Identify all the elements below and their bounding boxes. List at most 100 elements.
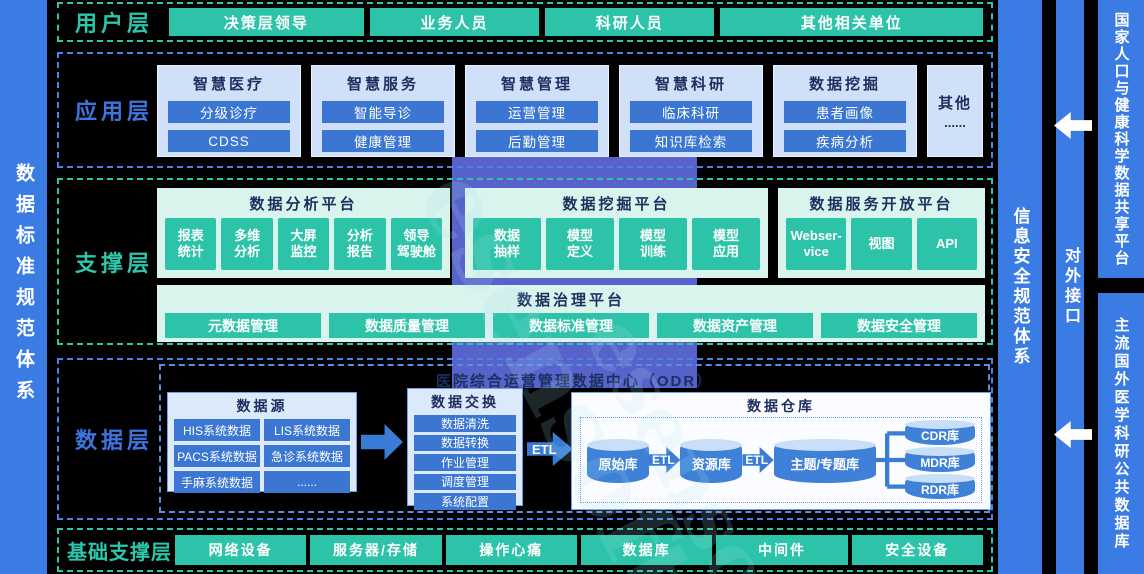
- app-group-smart-research: 智慧科研 临床科研 知识库检索: [619, 65, 763, 157]
- app-item: 知识库检索: [630, 130, 752, 152]
- platform-title: 数据挖掘平台: [562, 196, 671, 213]
- platform-item: 分析 报告: [334, 218, 386, 270]
- user-item: 科研人员: [545, 8, 715, 36]
- section-support-layer: 支撑层 数据分析平台 报表 统计 多维 分析 大屏 监控 分析 报告 领导 驾驶…: [57, 178, 993, 345]
- platform-items: 报表 统计 多维 分析 大屏 监控 分析 报告 领导 驾驶舱: [157, 214, 450, 278]
- app-item: 分级诊疗: [168, 101, 290, 123]
- app-other-title: 其他: [937, 95, 972, 112]
- platform-title: 数据分析平台: [249, 196, 358, 213]
- section-infra-layer: 基础支撑层 网络设备 服务器/存储 操作心痛 数据库 中间件 安全设备: [57, 528, 993, 572]
- odr-title: 医院综合运营管理数据中心（ODR）: [435, 373, 714, 390]
- section-app-layer: 应用层 智慧医疗 分级诊疗 CDSS 智慧服务 智能导诊 健康管理 智慧管理 运…: [57, 52, 993, 168]
- app-group-title: 智慧管理: [500, 76, 573, 93]
- left-bar-label: 数据标准规范体系: [13, 163, 34, 411]
- platform-data-mining: 数据挖掘平台 数据 抽样 模型 定义 模型 训练 模型 应用: [465, 188, 768, 278]
- source-item: PACS系统数据: [174, 445, 260, 467]
- platform-item: 模型 训练: [619, 218, 687, 270]
- foreign-db-label: 主流国外医学科研公共数据库: [1112, 316, 1130, 551]
- etl-arrow-icon: ETL: [527, 432, 573, 466]
- warehouse-output-label: MDR库: [920, 455, 960, 470]
- app-group-data-mining: 数据挖掘 患者画像 疾病分析: [773, 65, 917, 157]
- national-platform-bar: 国家人口与健康科学数据共享平台: [1098, 0, 1144, 278]
- infra-items: 网络设备 服务器/存储 操作心痛 数据库 中间件 安全设备: [175, 535, 983, 565]
- platform-items: 数据 抽样 模型 定义 模型 训练 模型 应用: [465, 214, 768, 278]
- governance-item: 数据标准管理: [493, 313, 649, 338]
- app-layer-label: 应用层: [75, 99, 154, 124]
- database-cylinder: 原始库: [587, 438, 649, 483]
- warehouse-output-label: CDR库: [920, 428, 959, 443]
- governance-item: 元数据管理: [165, 313, 321, 338]
- foreign-db-bar: 主流国外医学科研公共数据库: [1098, 293, 1144, 574]
- app-item: 运营管理: [476, 101, 598, 123]
- warehouse-stage-label: 主题/专题库: [790, 457, 860, 472]
- user-item: 决策层领导: [169, 8, 364, 36]
- database-cylinder: 主题/专题库: [773, 438, 876, 483]
- app-item: 患者画像: [784, 101, 906, 123]
- external-interface-bar: 对外接口: [1056, 0, 1084, 574]
- etl-arrow-icon: ETL: [742, 447, 774, 473]
- platform-item: 模型 应用: [692, 218, 760, 270]
- app-item: 临床科研: [630, 101, 752, 123]
- warehouse-outputs: CDR库 MDR库 RDR库: [904, 420, 975, 499]
- exchange-item: 数据清洗: [414, 415, 516, 432]
- data-layer-label: 数据层: [75, 428, 154, 453]
- arrow-right-icon: [361, 424, 403, 460]
- warehouse-flow: 原始库 ETL 资源库 ETL 主题/专题库: [580, 417, 982, 503]
- database-cylinder: CDR库: [904, 420, 975, 445]
- exchange-item: 数据转换: [414, 434, 516, 451]
- app-group-smart-medical: 智慧医疗 分级诊疗 CDSS: [157, 65, 301, 157]
- platform-data-analysis: 数据分析平台 报表 统计 多维 分析 大屏 监控 分析 报告 领导 驾驶舱: [157, 188, 450, 278]
- app-item: 后勤管理: [476, 130, 598, 152]
- warehouse-stage-label: 资源库: [691, 457, 731, 472]
- user-layer-items: 决策层领导 业务人员 科研人员 其他相关单位: [169, 8, 983, 36]
- warehouse-bracket-connector: [875, 431, 905, 489]
- governance-items: 元数据管理 数据质量管理 数据标准管理 数据资产管理 数据安全管理: [157, 310, 985, 338]
- app-group-title: 数据挖掘: [808, 76, 881, 93]
- platform-item: 报表 统计: [165, 218, 217, 270]
- exchange-item: 调度管理: [414, 473, 516, 490]
- infra-layer-label: 基础支撑层: [67, 541, 172, 564]
- app-other-dots: ......: [944, 115, 966, 130]
- etl-label: ETL: [652, 453, 675, 467]
- governance-item: 数据资产管理: [657, 313, 813, 338]
- app-layer-cards: 智慧医疗 分级诊疗 CDSS 智慧服务 智能导诊 健康管理 智慧管理 运营管理 …: [157, 65, 983, 157]
- infra-item: 中间件: [716, 535, 848, 565]
- platform-items: Webser- vice 视图 API: [778, 214, 985, 278]
- support-layer-label: 支撑层: [75, 250, 154, 276]
- app-group-smart-service: 智慧服务 智能导诊 健康管理: [311, 65, 455, 157]
- governance-title: 数据治理平台: [516, 292, 625, 309]
- app-group-other: 其他 ......: [927, 65, 983, 157]
- platform-item: 模型 定义: [546, 218, 614, 270]
- infra-item: 服务器/存储: [310, 535, 442, 565]
- platform-item: API: [916, 218, 977, 270]
- infra-item: 操作心痛: [445, 535, 577, 565]
- app-item: 智能导诊: [322, 101, 444, 123]
- platform-item: Webser- vice: [786, 218, 847, 270]
- exchange-item: 作业管理: [414, 454, 516, 471]
- infra-item: 网络设备: [175, 535, 307, 565]
- info-security-bar: 信息安全规范体系: [998, 0, 1042, 574]
- section-data-layer: 数据层 医院综合运营管理数据中心（ODR） 数据源 HIS系统数据 LIS系统数…: [57, 358, 993, 520]
- database-cylinder: MDR库: [904, 447, 975, 472]
- source-item: 手麻系统数据: [174, 471, 260, 493]
- section-user-layer: 用户层 决策层领导 业务人员 科研人员 其他相关单位: [57, 2, 993, 42]
- left-standard-spec-bar: 数据标准规范体系: [0, 0, 47, 574]
- national-platform-label: 国家人口与健康科学数据共享平台: [1112, 12, 1130, 267]
- data-exchange-card: 数据交换 数据清洗 数据转换 作业管理 调度管理 系统配置: [407, 388, 523, 510]
- warehouse-output-label: RDR库: [920, 482, 959, 497]
- data-exchange-items: 数据清洗 数据转换 作业管理 调度管理 系统配置: [408, 412, 522, 515]
- governance-item: 数据安全管理: [821, 313, 977, 338]
- infra-item: 安全设备: [851, 535, 983, 565]
- source-item: ......: [264, 471, 350, 493]
- etl-label: ETL: [532, 441, 557, 457]
- platform-data-service: 数据服务开放平台 Webser- vice 视图 API: [778, 188, 985, 278]
- app-group-title: 智慧服务: [346, 76, 419, 93]
- source-item: LIS系统数据: [264, 419, 350, 441]
- info-security-label: 信息安全规范体系: [1010, 207, 1030, 367]
- user-item: 其他相关单位: [720, 8, 983, 36]
- app-group-smart-management: 智慧管理 运营管理 后勤管理: [465, 65, 609, 157]
- platform-data-governance: 数据治理平台 元数据管理 数据质量管理 数据标准管理 数据资产管理 数据安全管理: [157, 285, 985, 342]
- platform-item: 多维 分析: [221, 218, 273, 270]
- app-item: CDSS: [168, 130, 290, 152]
